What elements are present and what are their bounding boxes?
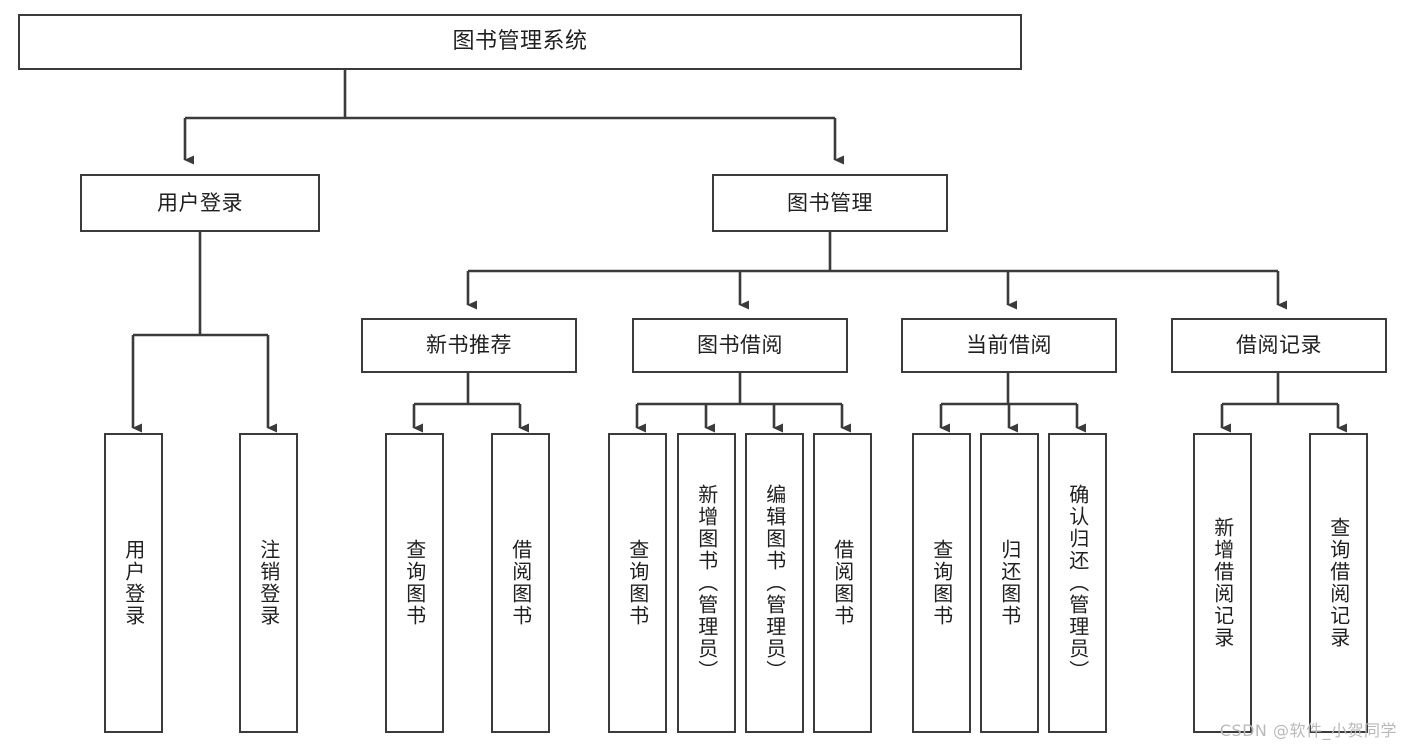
node-book-borrow[interactable]: 图书借阅 [632, 318, 848, 373]
node-leaf-user-login-label: 用户登录 [121, 539, 146, 627]
node-leaf-confirm-return-label: 确认归还（管理员） [1065, 484, 1090, 682]
node-book-borrow-label: 图书借阅 [697, 333, 783, 358]
node-leaf-query-record-label: 查询借阅记录 [1326, 517, 1351, 649]
node-leaf-return-book[interactable]: 归还图书 [980, 433, 1039, 733]
node-book-manage-label: 图书管理 [787, 190, 873, 215]
node-leaf-borrow-book-1[interactable]: 借阅图书 [491, 433, 550, 733]
node-borrow-record[interactable]: 借阅记录 [1171, 318, 1387, 373]
node-leaf-return-book-label: 归还图书 [997, 539, 1022, 627]
node-leaf-query-book-1[interactable]: 查询图书 [385, 433, 444, 733]
node-user-login[interactable]: 用户登录 [80, 174, 320, 232]
node-book-manage[interactable]: 图书管理 [712, 174, 948, 232]
node-root[interactable]: 图书管理系统 [18, 14, 1022, 70]
node-leaf-add-record[interactable]: 新增借阅记录 [1193, 433, 1252, 733]
node-leaf-borrow-book-2[interactable]: 借阅图书 [813, 433, 872, 733]
node-leaf-query-book-3[interactable]: 查询图书 [912, 433, 971, 733]
node-leaf-query-book-3-label: 查询图书 [929, 539, 954, 627]
node-root-label: 图书管理系统 [452, 29, 588, 55]
node-leaf-query-book-2[interactable]: 查询图书 [608, 433, 667, 733]
node-leaf-query-book-2-label: 查询图书 [625, 539, 650, 627]
node-new-book-recommend-label: 新书推荐 [426, 333, 512, 358]
node-leaf-edit-book-label: 编辑图书（管理员） [762, 484, 787, 682]
node-leaf-borrow-book-2-label: 借阅图书 [830, 539, 855, 627]
node-leaf-add-record-label: 新增借阅记录 [1210, 517, 1235, 649]
node-leaf-query-book-1-label: 查询图书 [402, 539, 427, 627]
node-leaf-edit-book[interactable]: 编辑图书（管理员） [745, 433, 804, 733]
node-leaf-query-record[interactable]: 查询借阅记录 [1309, 433, 1368, 733]
node-leaf-logout-login[interactable]: 注销登录 [239, 433, 298, 733]
node-borrow-record-label: 借阅记录 [1236, 333, 1322, 358]
node-current-borrow[interactable]: 当前借阅 [901, 318, 1117, 373]
node-leaf-confirm-return[interactable]: 确认归还（管理员） [1048, 433, 1107, 733]
csdn-watermark: CSDN @软件_小贺同学 [1219, 721, 1397, 740]
node-leaf-add-book[interactable]: 新增图书（管理员） [677, 433, 736, 733]
node-user-login-label: 用户登录 [157, 190, 243, 215]
node-leaf-add-book-label: 新增图书（管理员） [694, 484, 719, 682]
node-leaf-borrow-book-1-label: 借阅图书 [508, 539, 533, 627]
node-current-borrow-label: 当前借阅 [966, 333, 1052, 358]
node-leaf-logout-login-label: 注销登录 [256, 539, 281, 627]
node-leaf-user-login[interactable]: 用户登录 [104, 433, 163, 733]
node-new-book-recommend[interactable]: 新书推荐 [361, 318, 577, 373]
